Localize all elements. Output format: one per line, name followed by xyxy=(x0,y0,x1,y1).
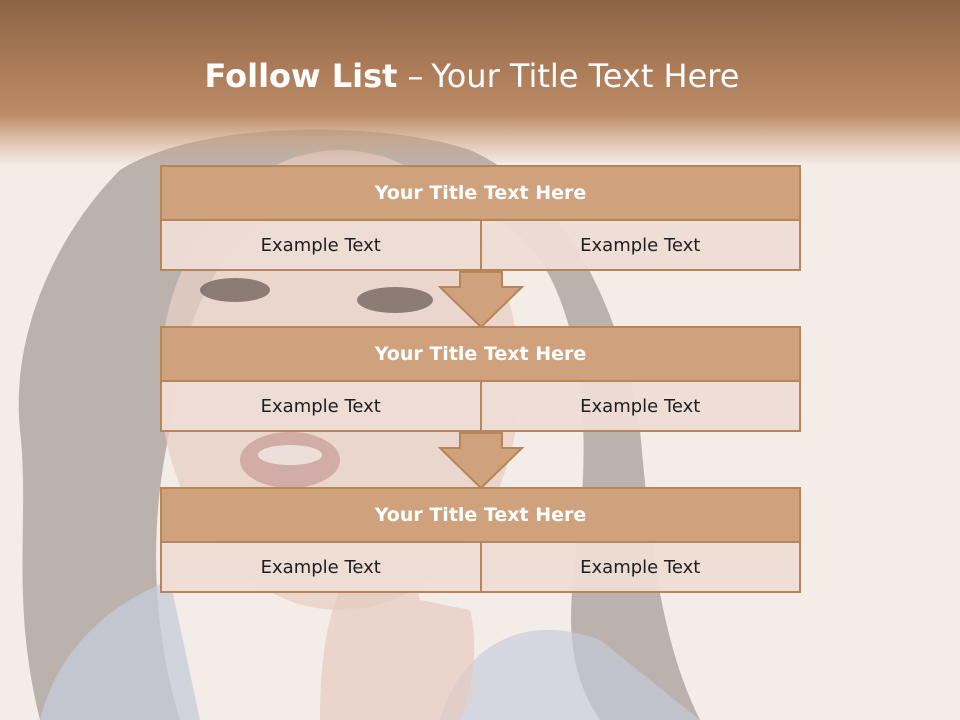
flow-step-title: Your Title Text Here xyxy=(160,165,801,221)
flow-step-cell-left: Example Text xyxy=(160,543,482,593)
flow-step-title: Your Title Text Here xyxy=(160,326,801,382)
title-bold-text: Follow List xyxy=(204,57,398,95)
flow-step-cell-right: Example Text xyxy=(481,221,801,271)
flow-step-3: Your Title Text Here Example Text Exampl… xyxy=(160,487,801,593)
flow-step-2: Your Title Text Here Example Text Exampl… xyxy=(160,326,801,432)
down-arrow-icon xyxy=(438,271,524,329)
flow-step-row: Example Text Example Text xyxy=(160,543,801,593)
flow-step-title: Your Title Text Here xyxy=(160,487,801,543)
flow-step-row: Example Text Example Text xyxy=(160,382,801,432)
flow-step-cell-left: Example Text xyxy=(160,382,482,432)
flow-step-cell-right: Example Text xyxy=(481,382,801,432)
title-subtitle-text: Your Title Text Here xyxy=(431,57,740,95)
flow-step-cell-left: Example Text xyxy=(160,221,482,271)
title-separator: – xyxy=(407,57,424,95)
flow-step-cell-right: Example Text xyxy=(481,543,801,593)
down-arrow-icon xyxy=(438,432,524,490)
title-banner xyxy=(0,0,960,165)
flow-step-1: Your Title Text Here Example Text Exampl… xyxy=(160,165,801,271)
slide-title: Follow List–Your Title Text Here xyxy=(0,56,944,96)
flow-step-row: Example Text Example Text xyxy=(160,221,801,271)
